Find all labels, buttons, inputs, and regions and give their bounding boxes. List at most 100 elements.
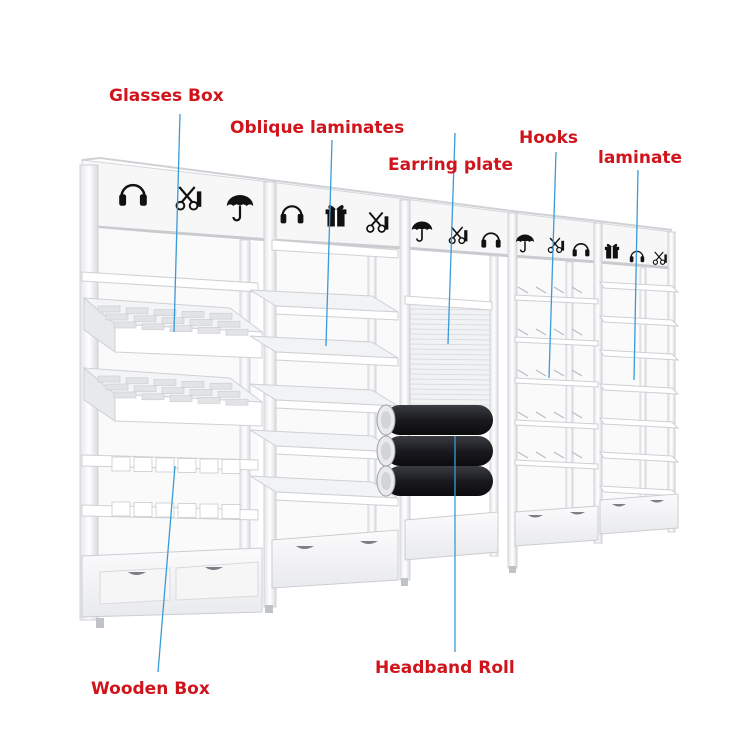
label-laminate: laminate <box>598 148 683 168</box>
hook <box>553 369 565 377</box>
glasses-box-cell <box>197 327 221 334</box>
wooden-box-cell <box>177 503 197 518</box>
umbrella-icon <box>226 195 254 222</box>
feet <box>96 566 516 628</box>
hook-row <box>514 286 599 305</box>
hook-row <box>514 328 599 347</box>
laminate-shelf <box>599 315 680 327</box>
hook <box>553 411 565 419</box>
glasses-box-cell <box>217 320 241 328</box>
wooden-box-cell <box>199 503 219 519</box>
label-headband-roll: Headband Roll <box>375 658 515 678</box>
glasses-box-cell <box>125 377 149 385</box>
glasses-box-cell <box>209 382 233 390</box>
glasses-box-cell <box>161 387 185 394</box>
pointer-glasses-box <box>173 113 181 333</box>
oblique-laminate <box>249 289 399 321</box>
glasses-box-cell <box>133 385 157 393</box>
glasses-box-cell <box>105 313 129 321</box>
wooden-box-cell <box>133 457 153 472</box>
pointer-oblique-laminates <box>325 139 333 347</box>
oblique-laminate <box>249 475 399 507</box>
glasses-box-cell <box>189 319 213 326</box>
glasses-box-cell <box>97 305 121 313</box>
glasses-box-cell <box>97 375 121 383</box>
headphones-icon <box>280 205 304 224</box>
glasses-box-cell <box>161 317 185 324</box>
wooden-box-cell <box>155 502 175 518</box>
headband-roll <box>376 435 493 467</box>
laminate-shelf <box>599 451 680 463</box>
hook-row <box>514 411 599 430</box>
hook <box>535 411 547 419</box>
bay-hooks <box>514 286 599 547</box>
hook <box>535 286 547 294</box>
glasses-box-cell <box>153 309 177 316</box>
bay-laminate <box>599 281 680 535</box>
hook <box>553 286 565 294</box>
hook <box>571 411 583 419</box>
oblique-laminate <box>249 383 399 415</box>
bay-headband <box>376 295 499 561</box>
pointer-hooks <box>548 151 557 379</box>
glasses-box-cell <box>225 398 249 406</box>
hook <box>517 286 529 294</box>
glasses-box-cell <box>113 391 137 399</box>
laminate-shelf <box>599 281 680 293</box>
scissors-comb-icon <box>652 251 667 265</box>
wooden-box-cell <box>111 456 131 472</box>
scissors-comb-icon <box>175 186 202 211</box>
pointer-earring-plate <box>447 132 456 345</box>
glasses-box-cell <box>189 389 213 396</box>
pointer-lines <box>157 113 639 673</box>
wooden-box-cell <box>177 458 197 473</box>
wooden-box-cell <box>133 502 153 517</box>
gift-icon <box>604 243 620 259</box>
umbrella-icon <box>516 234 534 253</box>
umbrella-icon <box>411 221 433 242</box>
scissors-comb-icon <box>448 226 468 245</box>
glasses-box-cell <box>105 383 129 391</box>
wooden-box-cell <box>155 457 175 473</box>
wooden-box-cell <box>111 501 131 517</box>
hook-row <box>514 451 599 470</box>
laminate-shelf <box>599 383 680 395</box>
glasses-box-cell <box>197 397 221 404</box>
hook <box>517 369 529 377</box>
label-earring-plate: Earring plate <box>388 155 513 175</box>
glasses-box-cell <box>225 328 249 336</box>
glasses-box-cell <box>141 393 165 401</box>
hook-row <box>514 369 599 388</box>
hook <box>535 369 547 377</box>
laminate-shelf <box>599 349 680 361</box>
glasses-box-cell <box>113 321 137 329</box>
hook <box>517 451 529 459</box>
gift-icon <box>325 205 347 227</box>
label-wooden-box: Wooden Box <box>91 679 210 699</box>
scissors-comb-icon <box>366 211 389 233</box>
hook <box>571 286 583 294</box>
glasses-box-cell <box>141 323 165 331</box>
hook <box>535 451 547 459</box>
headphones-icon <box>119 183 147 206</box>
glasses-box-cell <box>169 325 193 332</box>
laminate-shelf <box>599 417 680 429</box>
headband-roll <box>376 404 493 436</box>
earring-plate-slats <box>409 303 491 411</box>
wooden-box-cell <box>221 459 241 474</box>
pointer-laminate <box>633 169 639 381</box>
label-oblique-laminates: Oblique laminates <box>230 118 405 138</box>
glasses-box-cells <box>97 305 249 519</box>
label-hooks: Hooks <box>519 128 579 148</box>
header-icons <box>119 183 667 265</box>
hook <box>553 328 565 336</box>
label-glasses-box: Glasses Box <box>109 86 224 106</box>
hook <box>517 328 529 336</box>
glasses-box-cell <box>181 381 205 388</box>
glasses-box-cell <box>125 307 149 315</box>
hook <box>517 411 529 419</box>
hook <box>571 328 583 336</box>
glasses-box-cell <box>217 390 241 398</box>
glasses-box-cell <box>209 312 233 320</box>
